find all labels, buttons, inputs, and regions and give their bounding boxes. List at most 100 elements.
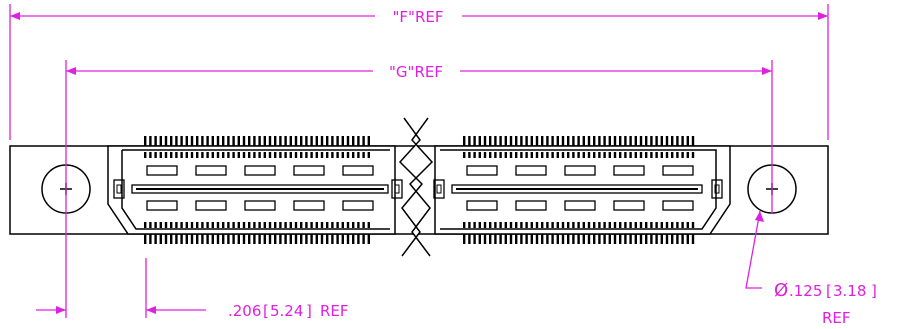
pin [629,136,632,146]
pin [357,234,360,244]
pin [185,152,188,158]
pin [603,136,606,146]
pin [227,234,230,244]
pin [509,234,513,244]
svg-text:[: [ [263,302,269,320]
pin [567,234,570,244]
pin [499,222,502,228]
pin [520,222,523,228]
pin [489,136,492,146]
pin [478,234,481,244]
pin [227,222,230,228]
pin [515,234,518,244]
pin [206,152,209,158]
pin [248,136,251,146]
pin [660,234,663,244]
pin [603,234,606,244]
pin [305,234,308,244]
pin [315,234,318,244]
pin [300,152,303,158]
pin [665,136,669,146]
pin [320,234,324,244]
pin [331,136,334,146]
pin [279,152,282,158]
pin [478,222,481,228]
pin [274,222,277,228]
pin [352,222,355,228]
pin [598,222,601,228]
pin [367,234,370,244]
pin [665,234,669,244]
pin [593,222,596,228]
pin [362,234,365,244]
pin [473,136,476,146]
pin [499,234,502,244]
latch-detail [436,184,442,194]
pin [650,152,653,158]
pin [164,152,168,158]
pin [587,234,591,244]
pin-offset-suffix: REF [320,302,349,320]
pin [634,234,637,244]
pin [619,234,622,244]
contact-slot [515,200,547,211]
pin [180,136,183,146]
pin [468,234,471,244]
pin [320,152,324,158]
pin [525,152,528,158]
pin [336,234,339,244]
pin [655,152,658,158]
pin [665,222,669,228]
pin [613,152,617,158]
pin [499,152,502,158]
pin [320,136,324,146]
pin [671,136,674,146]
pin [535,136,539,146]
pin [175,222,178,228]
svg-text:[: [ [826,282,832,300]
contact-slot [466,165,498,176]
pin [629,222,632,228]
pin [686,222,689,228]
pin [468,136,471,146]
pin [315,152,318,158]
pin [593,136,596,146]
pin [530,152,533,158]
contact-slot [244,165,276,176]
pin [681,152,684,158]
pin [294,222,298,228]
pin [624,152,627,158]
pin [520,234,523,244]
pin [608,234,611,244]
pin [691,136,695,146]
pin [268,136,272,146]
pin [216,152,220,158]
pin [639,234,643,244]
dimension-lines [9,4,829,318]
pin [274,136,277,146]
pin [634,222,637,228]
pin [284,222,287,228]
pin [494,136,497,146]
pin [185,234,188,244]
latch-tab [711,179,723,199]
pin [660,222,663,228]
pin [289,234,292,244]
pin [216,136,220,146]
pin [237,222,240,228]
pin [305,152,308,158]
pin [515,136,518,146]
pin [190,136,194,146]
pin [331,234,334,244]
pin [346,152,350,158]
pin [572,136,575,146]
pin [279,234,282,244]
pin [567,136,570,146]
mating-slot [131,184,389,194]
pin [248,152,251,158]
pin [336,222,339,228]
pin [154,234,157,244]
pin [180,234,183,244]
pin [655,136,658,146]
pin [535,152,539,158]
